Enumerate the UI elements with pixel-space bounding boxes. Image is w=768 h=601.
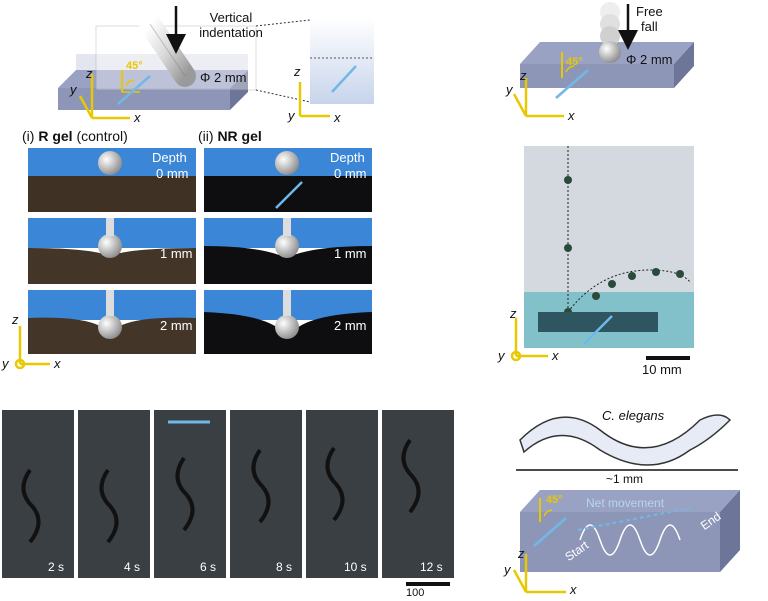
depth-nr-0: 0 mm [334,166,367,181]
r-gel-note: (control) [76,128,128,144]
time-2: 6 s [200,560,217,574]
indent-label-2: indentation [199,25,263,40]
angle-45-icon-b [561,52,575,78]
nr-gel-frame-1 [204,218,372,284]
axis-x-b2: x [552,348,559,363]
scale-bar-b [646,356,690,360]
scale-bar-c [406,582,450,586]
net-movement-label: Net movement [586,496,665,510]
axis-z-zoom: z [294,64,301,79]
length-label: ~1 mm [606,472,644,486]
axis-y-b: y [506,82,513,97]
nr-gel-roman: (ii) [198,128,214,144]
depth-r-2: 2 mm [160,318,193,333]
axis-z-b: z [520,68,527,83]
fall-label-2: fall [641,19,658,34]
strain-arrow-icon [117,75,151,105]
axes-icon-a [78,74,130,120]
axis-x-a2: x [54,356,61,371]
strain-arrow-icon-d [533,517,567,547]
depth-nr-2: 2 mm [334,318,367,333]
axis-y-d: y [504,562,511,577]
r-gel-frame-0 [28,148,196,212]
scale-label-b: 10 mm [642,362,682,377]
axis-x-a: x [134,110,141,125]
angle-label-d: 45° [546,494,563,506]
nr-gel-name: NR gel [217,128,262,144]
nr-gel-frame-0 [204,148,372,212]
worm-frames [2,410,454,578]
time-4: 10 s [344,560,367,574]
angle-label-b: 45° [566,56,583,68]
time-5: 12 s [420,560,443,574]
axis-y-zoom: y [288,108,295,123]
fall-label-1: Free [636,4,663,19]
falling-balls-icon [599,2,621,63]
axis-x-b: x [568,108,575,123]
indent-label-1: Vertical [209,10,253,25]
axis-z-b2: z [510,306,517,321]
r-gel-roman: (i) [22,128,35,144]
axis-y-a: y [70,82,77,97]
nr-gel-frame-2 [204,290,372,354]
worm-label: C. elegans [602,408,665,423]
r-gel-frame-2 [28,290,196,354]
time-0: 2 s [48,560,65,574]
axis-z-d: z [518,546,525,561]
axis-z-a2: z [12,312,19,327]
free-fall-photo [524,146,694,348]
axis-y-a2: y [2,356,9,371]
slab-a [58,54,248,110]
axis-x-d: x [570,582,577,597]
c-elegans-drawing [519,414,732,466]
worm-track [579,524,681,556]
angle-label-a: 45° [126,60,143,72]
time-1: 4 s [124,560,141,574]
zoom-line [255,89,311,103]
scale-label-c: 100 [406,588,425,599]
axes-icon-b [512,78,564,118]
axes-icon-a2 [14,326,50,370]
depth-nr-1: 1 mm [334,246,367,261]
axes-icon-d [512,554,566,594]
axis-z-a: z [86,66,93,81]
depth-label-nr: Depth [330,150,365,165]
zoom-line [255,19,311,27]
net-movement-arrow [577,507,691,531]
depth-label-r: Depth [152,150,187,165]
axes-icon-b2 [510,318,548,362]
axis-x-zoom: x [334,110,341,125]
strain-arrow-icon-b [555,69,589,99]
r-gel-name: R gel [38,128,73,144]
axes-icon-zoom [298,82,330,118]
zoom-inset [310,18,374,104]
diameter-label-a: Φ 2 mm [200,70,247,85]
depth-r-0: 0 mm [156,166,189,181]
diameter-label-b: Φ 2 mm [626,52,673,67]
depth-r-1: 1 mm [160,246,193,261]
r-gel-frame-1 [28,218,196,284]
axis-y-b2: y [498,348,505,363]
angle-45-icon-d [539,498,553,522]
time-3: 8 s [276,560,293,574]
